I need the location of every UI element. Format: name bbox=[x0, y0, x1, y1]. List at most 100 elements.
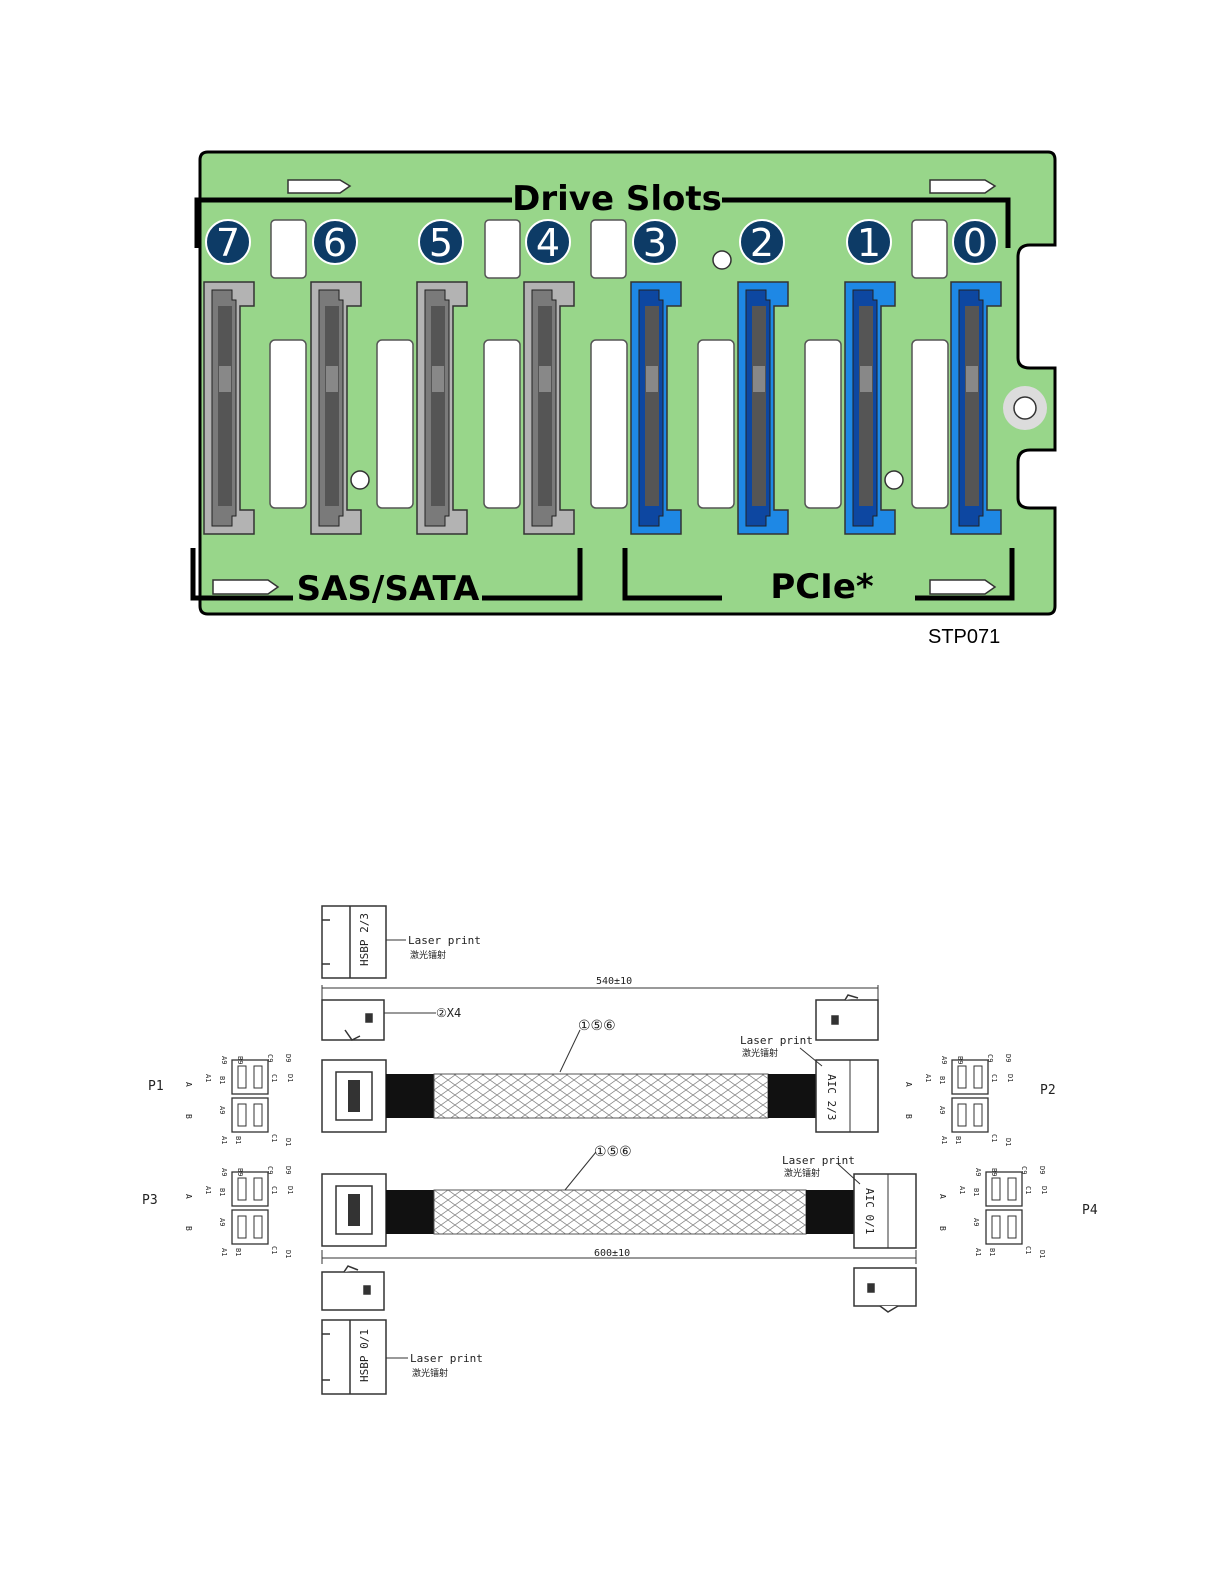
row-label-b: B bbox=[938, 1226, 947, 1231]
pin-label: A9 bbox=[218, 1106, 226, 1114]
pin-label: B9 bbox=[990, 1168, 998, 1176]
pin-label: A9 bbox=[940, 1056, 948, 1064]
hsbp-23-connector bbox=[321, 905, 387, 979]
hsbp-01-connector bbox=[321, 1319, 387, 1395]
drive-connector-5 bbox=[416, 281, 468, 535]
hsbp-23-label: HSBP 2/3 bbox=[358, 913, 371, 966]
board-cutout bbox=[269, 339, 949, 509]
slot-number: 3 bbox=[643, 221, 667, 265]
pin-label: A1 bbox=[220, 1136, 228, 1144]
slot-number-2-badge: 2 bbox=[739, 219, 785, 265]
drive-connector-0 bbox=[950, 281, 1002, 535]
pin-label: B1 bbox=[218, 1188, 226, 1196]
slot-number: 2 bbox=[750, 221, 774, 265]
pin-label: B1 bbox=[954, 1136, 962, 1144]
callout-cable-bottom: ①⑤⑥ bbox=[594, 1144, 632, 1160]
latch-connector bbox=[321, 994, 879, 1041]
laser-print-cn-aic-top: 激光镭射 bbox=[742, 1047, 778, 1059]
drive-slots-title: Drive Slots bbox=[512, 179, 722, 219]
slot-number-6-badge: 6 bbox=[312, 219, 358, 265]
pin-label: B1 bbox=[234, 1248, 242, 1256]
pin-label: A1 bbox=[924, 1074, 932, 1082]
row-label-a: A bbox=[184, 1082, 193, 1087]
laser-print-label-bottom: Laser print bbox=[410, 1352, 483, 1365]
pin-label: C9 bbox=[266, 1166, 274, 1174]
port-label: P3 bbox=[142, 1193, 158, 1208]
dimension-600 bbox=[321, 1250, 917, 1264]
row-label-a: A bbox=[904, 1082, 913, 1087]
port-label: P4 bbox=[1082, 1203, 1098, 1218]
slot-number: 0 bbox=[963, 221, 987, 265]
pin-label: D9 bbox=[1004, 1054, 1012, 1062]
pin-label: D1 bbox=[1004, 1138, 1012, 1146]
pin-label: D1 bbox=[1040, 1186, 1048, 1194]
row-label-b: B bbox=[184, 1114, 193, 1119]
pin-label: D1 bbox=[1006, 1074, 1014, 1082]
pin-label: C9 bbox=[266, 1054, 274, 1062]
pin-label: B9 bbox=[236, 1056, 244, 1064]
board-hole bbox=[350, 470, 370, 490]
row-label-b: B bbox=[184, 1226, 193, 1231]
laser-print-label: Laser print bbox=[408, 934, 481, 947]
laser-print-cn: 激光镭射 bbox=[410, 949, 446, 961]
slot-number-4-badge: 4 bbox=[525, 219, 571, 265]
pin-label: A9 bbox=[220, 1056, 228, 1064]
drive-connector-7 bbox=[203, 281, 255, 535]
pin-label: C9 bbox=[986, 1054, 994, 1062]
row-label-a: A bbox=[938, 1194, 947, 1199]
slot-number: 4 bbox=[536, 221, 560, 265]
pcie-bracket bbox=[622, 548, 1015, 601]
cable-bottom bbox=[321, 1173, 917, 1249]
pcie-label: PCIe* bbox=[770, 567, 874, 607]
drive-connector-3 bbox=[630, 281, 682, 535]
slot-number-5-badge: 5 bbox=[418, 219, 464, 265]
pin-label: D9 bbox=[284, 1054, 292, 1062]
aic-23-label: AIC 2/3 bbox=[825, 1074, 838, 1120]
row-label-b: B bbox=[904, 1114, 913, 1119]
drive-connector-1 bbox=[844, 281, 896, 535]
laser-print-cn-aic-bottom: 激光镭射 bbox=[784, 1167, 820, 1179]
aic-01-label: AIC 0/1 bbox=[863, 1188, 876, 1234]
drive-connector-2 bbox=[737, 281, 789, 535]
pin-label: C1 bbox=[270, 1186, 278, 1194]
board-hole bbox=[712, 250, 732, 270]
slot-number-3-badge: 3 bbox=[632, 219, 678, 265]
pin-label: A1 bbox=[940, 1136, 948, 1144]
pin-label: C1 bbox=[990, 1134, 998, 1142]
pin-label: C1 bbox=[1024, 1246, 1032, 1254]
laser-print-cn-bottom: 激光镭射 bbox=[412, 1367, 448, 1379]
hsbp-01-label: HSBP 0/1 bbox=[358, 1329, 371, 1382]
pin-label: A9 bbox=[218, 1218, 226, 1226]
pin-label: A1 bbox=[220, 1248, 228, 1256]
board-tab bbox=[212, 179, 997, 595]
pin-label: D9 bbox=[284, 1166, 292, 1174]
slot-number-7-badge: 7 bbox=[205, 219, 251, 265]
board-cutout bbox=[270, 219, 948, 279]
cable-top bbox=[321, 1059, 879, 1133]
slot-number: 5 bbox=[429, 221, 453, 265]
pin-label: C1 bbox=[990, 1074, 998, 1082]
row-label-a: A bbox=[184, 1194, 193, 1199]
pin-label: D9 bbox=[1038, 1166, 1046, 1174]
pin-label: D1 bbox=[286, 1074, 294, 1082]
pin-label: D1 bbox=[284, 1138, 292, 1146]
port-label: P1 bbox=[148, 1079, 164, 1094]
pin-label: D1 bbox=[286, 1186, 294, 1194]
port-label: P2 bbox=[1040, 1083, 1056, 1098]
pin-label: A1 bbox=[958, 1186, 966, 1194]
pin-label: D1 bbox=[1038, 1250, 1046, 1258]
pin-label: D1 bbox=[284, 1250, 292, 1258]
callout-latch: ②X4 bbox=[436, 1006, 461, 1020]
laser-print-aic-bottom: Laser print bbox=[782, 1154, 855, 1167]
laser-print-aic-top: Laser print bbox=[740, 1034, 813, 1047]
pin-label: A1 bbox=[204, 1186, 212, 1194]
slot-number-0-badge: 0 bbox=[952, 219, 998, 265]
slot-number-1-badge: 1 bbox=[846, 219, 892, 265]
drive-slots-bracket bbox=[194, 197, 1011, 248]
callout-cable-top: ①⑤⑥ bbox=[578, 1018, 616, 1034]
